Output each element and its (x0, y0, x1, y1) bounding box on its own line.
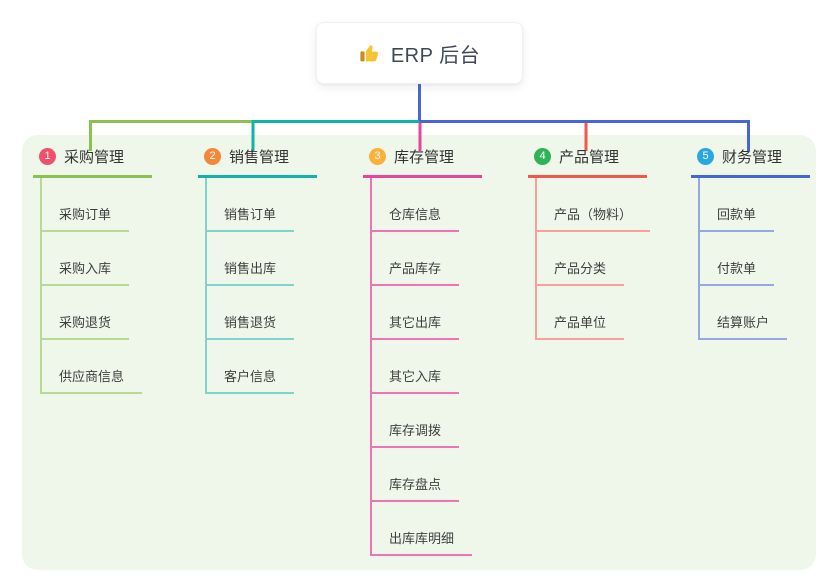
child-node[interactable]: 付款单 (700, 258, 775, 286)
child-row: 仓库信息 (372, 178, 482, 232)
child-node[interactable]: 供应商信息 (42, 366, 143, 394)
child-node[interactable]: 销售出库 (207, 258, 295, 286)
branch-column: 4 产品管理产品（物料） 产品分类产品单位 (528, 143, 651, 340)
branch-number-badge: 4 (534, 148, 551, 165)
child-node[interactable]: 出库库明细 (372, 528, 473, 556)
child-row: 客户信息 (207, 340, 317, 394)
child-node[interactable]: 结算账户 (700, 312, 788, 340)
branch-label: 财务管理 (722, 149, 783, 166)
child-node[interactable]: 客户信息 (207, 366, 295, 394)
branch-label: 采购管理 (64, 149, 125, 166)
child-row: 结算账户 (700, 286, 810, 340)
child-node[interactable]: 仓库信息 (372, 204, 460, 232)
child-node[interactable]: 采购退货 (42, 312, 130, 340)
branch-children: 产品（物料） 产品分类产品单位 (535, 178, 651, 340)
child-row: 采购退货 (42, 286, 152, 340)
branch-children: 仓库信息产品库存其它出库其它入库库存调拨库存盘点出库库明细 (370, 178, 482, 556)
child-node[interactable]: 产品分类 (537, 258, 625, 286)
branch-number-badge: 2 (204, 148, 221, 165)
child-node[interactable]: 库存调拨 (372, 420, 460, 448)
child-row: 供应商信息 (42, 340, 152, 394)
child-node[interactable]: 回款单 (700, 204, 775, 232)
branch-node[interactable]: 1 采购管理 (33, 143, 152, 178)
branch-column: 1 采购管理采购订单采购入库采购退货供应商信息 (33, 143, 152, 394)
branch-node[interactable]: 4 产品管理 (528, 143, 647, 178)
branch-node[interactable]: 3 库存管理 (363, 143, 482, 178)
child-row: 采购订单 (42, 178, 152, 232)
child-node[interactable]: 产品单位 (537, 312, 625, 340)
child-row: 产品单位 (537, 286, 650, 340)
child-row: 其它入库 (372, 340, 482, 394)
thumbs-up-icon (359, 42, 381, 64)
child-node[interactable]: 其它出库 (372, 312, 460, 340)
child-node[interactable]: 销售订单 (207, 204, 295, 232)
branch-number-badge: 3 (369, 148, 386, 165)
child-row: 库存盘点 (372, 448, 482, 502)
child-node[interactable]: 销售退货 (207, 312, 295, 340)
child-row: 产品分类 (537, 232, 650, 286)
branch-column: 2 销售管理销售订单销售出库销售退货客户信息 (198, 143, 317, 394)
branch-children: 采购订单采购入库采购退货供应商信息 (40, 178, 152, 394)
branch-children: 销售订单销售出库销售退货客户信息 (205, 178, 317, 394)
branches-panel (22, 135, 816, 570)
branch-number-badge: 5 (697, 148, 714, 165)
branch-label: 产品管理 (559, 149, 620, 166)
branch-node[interactable]: 2 销售管理 (198, 143, 317, 178)
child-row: 出库库明细 (372, 502, 482, 556)
branch-label: 库存管理 (394, 149, 455, 166)
child-node[interactable]: 采购订单 (42, 204, 130, 232)
root-title: ERP 后台 (390, 44, 481, 67)
branch-number-badge: 1 (39, 148, 56, 165)
child-row: 采购入库 (42, 232, 152, 286)
child-node[interactable]: 采购入库 (42, 258, 130, 286)
child-node[interactable]: 产品（物料） (537, 204, 651, 232)
child-row: 回款单 (700, 178, 810, 232)
root-node[interactable]: ERP 后台 (316, 22, 523, 84)
child-row: 销售退货 (207, 286, 317, 340)
branch-children: 回款单付款单结算账户 (698, 178, 810, 340)
branch-node[interactable]: 5 财务管理 (691, 143, 810, 178)
child-row: 销售订单 (207, 178, 317, 232)
branch-column: 5 财务管理回款单付款单结算账户 (691, 143, 810, 340)
child-row: 付款单 (700, 232, 810, 286)
child-row: 产品（物料） (537, 178, 651, 232)
child-node[interactable]: 其它入库 (372, 366, 460, 394)
child-node[interactable]: 库存盘点 (372, 474, 460, 502)
child-row: 其它出库 (372, 286, 482, 340)
child-node[interactable]: 产品库存 (372, 258, 460, 286)
branch-column: 3 库存管理仓库信息产品库存其它出库其它入库库存调拨库存盘点出库库明细 (363, 143, 482, 556)
branch-label: 销售管理 (229, 149, 290, 166)
child-row: 销售出库 (207, 232, 317, 286)
child-row: 库存调拨 (372, 394, 482, 448)
child-row: 产品库存 (372, 232, 482, 286)
